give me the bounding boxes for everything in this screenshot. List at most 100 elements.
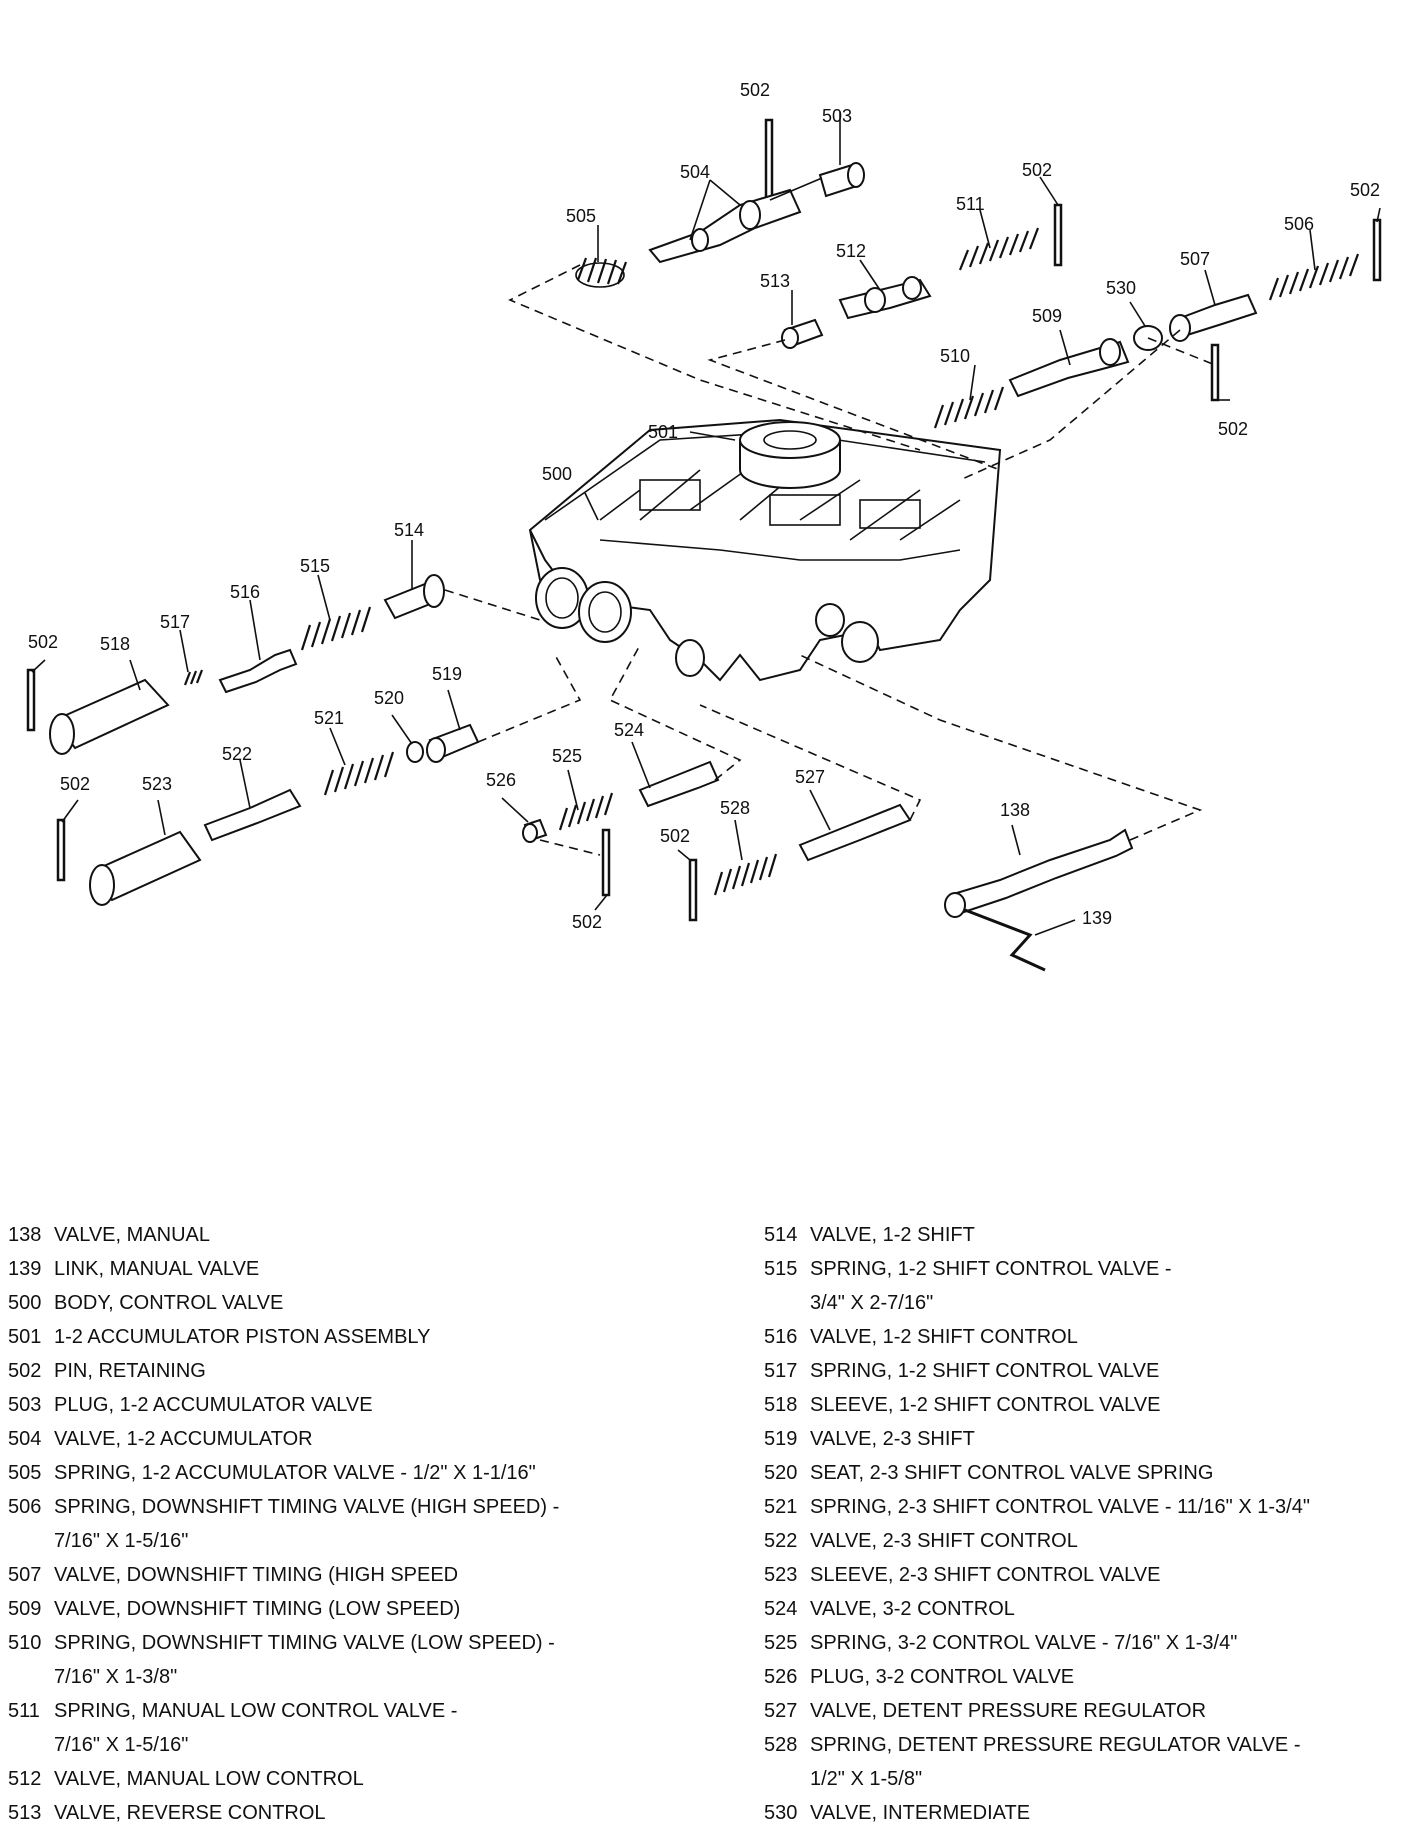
legend-part-description: 3/4" X 2-7/16" [810, 1292, 934, 1314]
legend-part-number: 512 [8, 1768, 42, 1790]
callout-501: 501 [648, 422, 678, 442]
legend-part-number [764, 1762, 810, 1796]
manual-valve-138 [944, 828, 1134, 918]
legend-entry: 518 SLEEVE, 1-2 SHIFT CONTROL VALVE [764, 1388, 1404, 1422]
legend-part-description: SPRING, DOWNSHIFT TIMING VALVE (LOW SPEE… [54, 1632, 555, 1654]
legend-part-number: 507 [8, 1564, 42, 1586]
leader-lines [31, 112, 1381, 936]
callout-526: 526 [486, 770, 516, 790]
legend-part-number: 139 [8, 1258, 42, 1280]
legend-part-description: SLEEVE, 1-2 SHIFT CONTROL VALVE [810, 1394, 1161, 1416]
retaining-pin-502a [764, 118, 774, 202]
legend-part-description: PLUG, 1-2 ACCUMULATOR VALVE [54, 1394, 373, 1416]
legend-entry: 503 PLUG, 1-2 ACCUMULATOR VALVE [8, 1388, 748, 1422]
legend-entry: 138 VALVE, MANUAL [8, 1218, 748, 1252]
valve-513 [781, 318, 824, 349]
legend-part-description: SPRING, DETENT PRESSURE REGULATOR VALVE … [810, 1734, 1301, 1756]
legend-part-number: 522 [764, 1530, 798, 1552]
legend-part-description: 7/16" X 1-3/8" [54, 1666, 178, 1688]
retaining-pin-502g [601, 828, 611, 897]
callout-518: 518 [100, 634, 130, 654]
spring-506 [1268, 253, 1360, 301]
spring-511 [958, 227, 1040, 271]
callout-502g: 502 [572, 912, 602, 932]
legend-part-description: SLEEVE, 2-3 SHIFT CONTROL VALVE [810, 1564, 1161, 1586]
callout-502c: 502 [1350, 180, 1380, 200]
retaining-pin-502h [688, 858, 698, 922]
callout-522: 522 [222, 744, 252, 764]
legend-part-number: 511 [8, 1700, 40, 1722]
legend-part-number: 510 [8, 1632, 42, 1654]
plug-526 [522, 818, 548, 843]
legend-part-number: 138 [8, 1224, 42, 1246]
legend-part-number: 513 [8, 1802, 42, 1824]
valve-519 [426, 723, 480, 763]
legend-part-description: VALVE, 2-3 SHIFT [810, 1428, 975, 1450]
legend-entry: 523 SLEEVE, 2-3 SHIFT CONTROL VALVE [764, 1558, 1404, 1592]
legend-part-description: SEAT, 2-3 SHIFT CONTROL VALVE SPRING [810, 1462, 1214, 1484]
legend-part-number: 500 [8, 1292, 42, 1314]
legend-entry: 522 VALVE, 2-3 SHIFT CONTROL [764, 1524, 1404, 1558]
legend-part-description: VALVE, 3-2 CONTROL [810, 1598, 1015, 1620]
callout-139: 139 [1082, 908, 1112, 928]
legend-part-number [8, 1728, 54, 1762]
legend-part-number: 509 [8, 1598, 42, 1620]
retaining-pin-502c [1372, 218, 1382, 282]
legend-part-description: PLUG, 3-2 CONTROL VALVE [810, 1666, 1075, 1688]
legend-part-description: 1-2 ACCUMULATOR PISTON ASSEMBLY [54, 1326, 431, 1348]
legend-part-description: SPRING, 1-2 ACCUMULATOR VALVE - 1/2" X 1… [54, 1462, 536, 1484]
legend-part-description: 7/16" X 1-5/16" [54, 1530, 189, 1552]
valve-509 [1008, 338, 1130, 398]
callout-527: 527 [795, 767, 825, 787]
legend-part-description: VALVE, 1-2 SHIFT [810, 1224, 975, 1246]
valve-527 [798, 803, 912, 862]
valve-516 [218, 648, 298, 694]
callout-519: 519 [432, 664, 462, 684]
callout-502e: 502 [28, 632, 58, 652]
legend-part-number [8, 1524, 54, 1558]
legend-part-number: 528 [764, 1734, 798, 1756]
callout-502f: 502 [60, 774, 90, 794]
callout-515: 515 [300, 556, 330, 576]
legend-part-description: VALVE, INTERMEDIATE [810, 1802, 1031, 1824]
callout-517: 517 [160, 612, 190, 632]
spring-505 [575, 257, 628, 288]
legend-part-number: 527 [764, 1700, 798, 1722]
legend-part-number: 518 [764, 1394, 798, 1416]
legend-part-description: SPRING, 1-2 SHIFT CONTROL VALVE - [810, 1258, 1172, 1280]
sleeve-523 [89, 830, 202, 906]
spring-510 [933, 386, 1005, 429]
callout-524: 524 [614, 720, 644, 740]
legend-part-description: SPRING, 3-2 CONTROL VALVE - 7/16" X 1-3/… [810, 1632, 1238, 1654]
legend-part-description: VALVE, MANUAL LOW CONTROL [54, 1768, 364, 1790]
legend-part-number: 515 [764, 1258, 798, 1280]
callout-505: 505 [566, 206, 596, 226]
legend-part-number: 503 [8, 1394, 42, 1416]
retaining-pin-502f [56, 818, 66, 882]
callout-523: 523 [142, 774, 172, 794]
legend-part-description: PIN, RETAINING [54, 1360, 206, 1382]
retaining-pin-502d [1210, 343, 1220, 402]
callout-521: 521 [314, 708, 344, 728]
callout-511: 511 [956, 194, 985, 214]
legend-part-number [764, 1286, 810, 1320]
legend-part-number: 523 [764, 1564, 798, 1586]
legend-part-description: VALVE, MANUAL [54, 1224, 210, 1246]
retaining-pin-502e [26, 668, 36, 732]
legend-part-description: VALVE, 2-3 SHIFT CONTROL [810, 1530, 1078, 1552]
assembly-paths [444, 264, 1216, 856]
legend-part-description: BODY, CONTROL VALVE [54, 1292, 284, 1314]
callout-138: 138 [1000, 800, 1030, 820]
